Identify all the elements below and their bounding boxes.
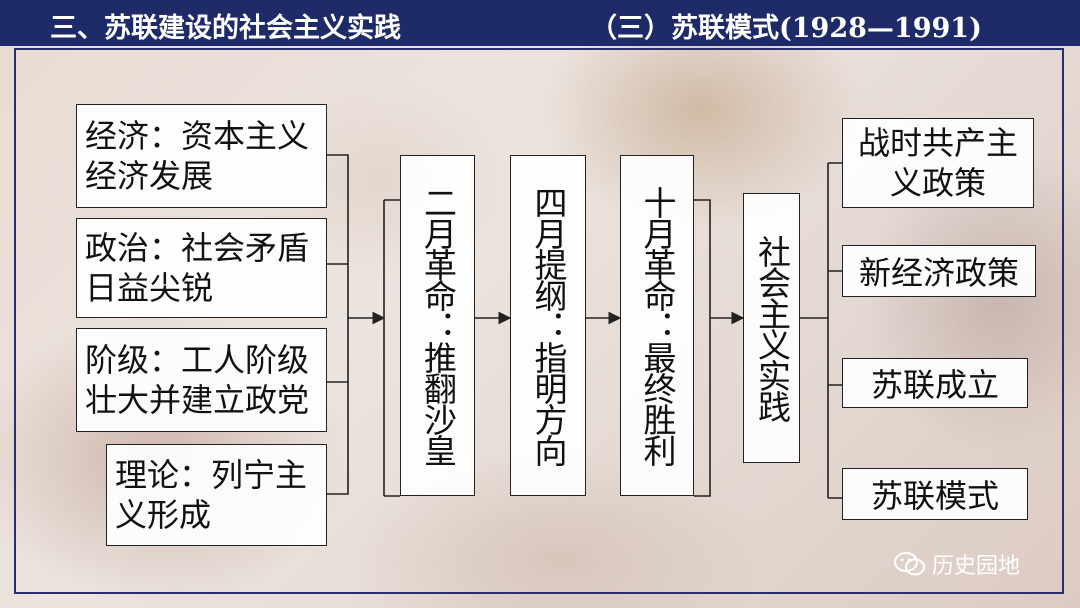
cause-theory: 理论：列宁主义形成 xyxy=(106,444,327,546)
subsection-title: （三）苏联模式(1928—1991) xyxy=(590,13,982,44)
watermark: 历史园地 xyxy=(894,548,1020,580)
stage-february-revolution: 二月革命：推翻沙皇 xyxy=(400,155,475,496)
socialist-practice: 社会主义实践 xyxy=(743,193,800,463)
result-soviet-model: 苏联模式 xyxy=(842,468,1028,520)
section-title: 三、苏联建设的社会主义实践 xyxy=(50,13,401,44)
content-frame xyxy=(14,48,1064,594)
oct-bracket xyxy=(694,199,711,497)
stage-april-theses: 四月提纲：指明方向 xyxy=(510,155,586,496)
causes-bracket xyxy=(327,154,349,495)
cause-economy: 经济：资本主义经济发展 xyxy=(76,104,327,208)
stage-october-revolution: 十月革命：最终胜利 xyxy=(620,155,694,496)
result-new-economic-policy: 新经济政策 xyxy=(842,245,1036,297)
result-ussr-founded: 苏联成立 xyxy=(842,358,1028,408)
results-bracket xyxy=(800,162,842,499)
cause-politics: 政治：社会矛盾日益尖锐 xyxy=(76,218,327,318)
wechat-icon xyxy=(894,552,925,576)
cause-class: 阶级：工人阶级壮大并建立政党 xyxy=(76,328,327,432)
result-war-communism: 战时共产主义政策 xyxy=(842,118,1034,208)
feb-bracket xyxy=(383,199,400,497)
title-bar: 三、苏联建设的社会主义实践 （三）苏联模式(1928—1991) xyxy=(0,0,1080,46)
watermark-text: 历史园地 xyxy=(932,554,1021,579)
